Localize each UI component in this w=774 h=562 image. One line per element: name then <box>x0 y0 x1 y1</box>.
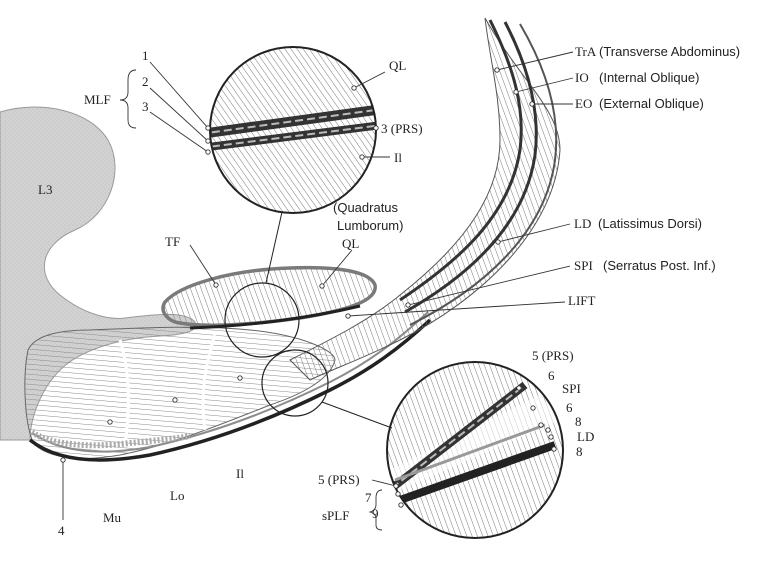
label-ld: LD <box>574 216 591 231</box>
label-ql-main: QL <box>342 236 359 251</box>
label-il-inset: Il <box>394 150 402 165</box>
label-l3: L3 <box>38 182 52 197</box>
label-nine: 9 <box>372 506 379 521</box>
label-mlf-1: 1 <box>142 48 149 63</box>
ql-compartment <box>161 265 377 327</box>
bottom-inset <box>386 361 564 539</box>
label-six-mid: 6 <box>566 400 573 415</box>
mlf-fascia <box>189 304 361 330</box>
label-seven: 7 <box>365 490 372 505</box>
label-ld-inset: LD <box>577 429 594 444</box>
label-eo: EO <box>575 96 592 111</box>
leader-lines <box>60 51 574 531</box>
label-prs-inset: 3 (PRS) <box>381 121 423 136</box>
bottom-source-circle <box>261 349 329 417</box>
label-spi-inset: SPI <box>562 381 581 396</box>
label-mlf: MLF <box>84 92 111 107</box>
label-lo: Lo <box>170 488 184 503</box>
top-inset <box>209 46 377 214</box>
label-mlf-2: 2 <box>142 74 149 89</box>
label-six-top: 6 <box>548 368 555 383</box>
label-eight-top: 8 <box>575 414 582 429</box>
top-source-circle <box>224 282 300 358</box>
label-eo-desc: (External Oblique) <box>599 96 704 111</box>
label-tra-desc: (Transverse Abdominus) <box>599 44 740 59</box>
io-layer-line <box>404 21 538 314</box>
label-splf: sPLF <box>322 508 349 523</box>
tra-layer-line <box>399 19 523 302</box>
label-tra: TrA <box>575 44 597 59</box>
abdominal-wall <box>289 17 561 381</box>
label-prs5-top: 5 (PRS) <box>532 348 574 363</box>
label-ql-desc-1: (Quadratus <box>333 200 399 215</box>
label-io: IO <box>575 70 589 85</box>
muscle-septum-2 <box>201 334 217 431</box>
label-ql-desc-2: Lumborum) <box>337 218 403 233</box>
posterior-fascia <box>28 318 432 462</box>
label-mu: Mu <box>103 510 122 525</box>
label-il-main: Il <box>236 466 244 481</box>
label-ld-desc: (Latissimus Dorsi) <box>598 216 702 231</box>
label-lift: LIFT <box>568 293 596 308</box>
label-ql-inset: QL <box>389 58 406 73</box>
label-four: 4 <box>58 523 65 538</box>
label-eight-bot: 8 <box>576 444 583 459</box>
label-mlf-3: 3 <box>142 99 149 114</box>
bottom-connector <box>321 401 393 429</box>
label-tf: TF <box>165 234 180 249</box>
label-spi: SPI <box>574 258 593 273</box>
label-spi-desc: (Serratus Post. Inf.) <box>603 258 716 273</box>
posterior-fascia-gray <box>31 311 429 453</box>
label-io-desc: (Internal Oblique) <box>599 70 699 85</box>
label-prs5-bot: 5 (PRS) <box>318 472 360 487</box>
muscle-septum-1 <box>118 339 130 446</box>
top-connector <box>265 211 283 284</box>
